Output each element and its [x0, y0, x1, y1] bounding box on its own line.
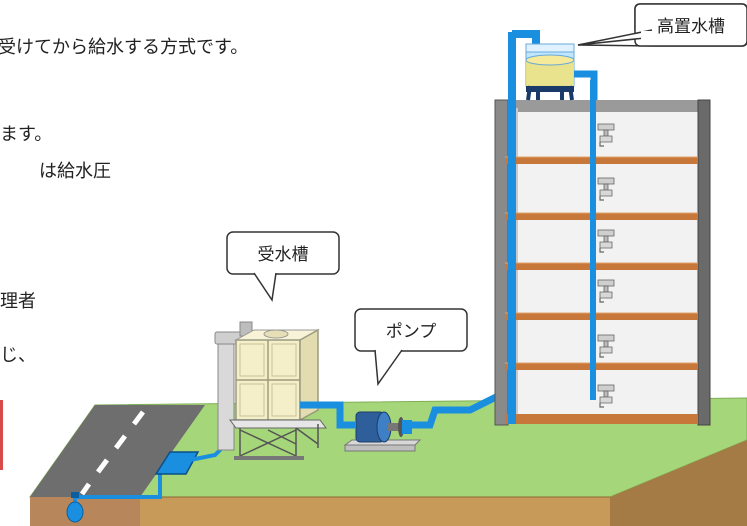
- faucet-icon: [597, 279, 615, 303]
- callout-receiving-tank: 受水槽: [226, 231, 340, 303]
- road: [30, 405, 205, 497]
- faucet-icon: [597, 123, 615, 147]
- faucet-icon: [597, 229, 615, 253]
- road-center-line: [79, 410, 145, 496]
- faucet-icon: [597, 334, 615, 358]
- callout-receiving-tank-label: 受水槽: [258, 245, 309, 265]
- faucets: [597, 123, 615, 408]
- ground-side-front: [30, 497, 610, 526]
- red-edge-mark: [0, 400, 3, 470]
- ground-side-right: [610, 440, 747, 526]
- callout-elevated-tank-label: 高置水槽: [657, 17, 725, 37]
- meter-icon: [154, 451, 200, 475]
- callout-pump: ポンプ: [354, 308, 468, 387]
- faucet-icon: [597, 177, 615, 201]
- rising-pipe: [508, 32, 516, 424]
- floor-slabs: [505, 156, 698, 424]
- body-text-line-3: は給水圧: [39, 161, 111, 182]
- building: [494, 32, 711, 426]
- faucet-icon: [597, 384, 615, 408]
- supply-pipe: [590, 80, 596, 400]
- body-text-line-2: ます。: [0, 124, 53, 145]
- body-text-line-5: じ、: [0, 345, 36, 366]
- road-shoulder: [30, 497, 140, 526]
- pump: [343, 411, 422, 452]
- callout-elevated-tank: 高置水槽: [577, 3, 747, 47]
- body-text-line-4: 理者: [0, 291, 36, 312]
- receiving-tank: [214, 321, 327, 460]
- elevated-tank: [512, 30, 598, 101]
- valve-icon: [66, 501, 84, 523]
- callout-pump-label: ポンプ: [386, 322, 437, 342]
- body-text-line-1: 受けてから給水する方式です。: [0, 37, 249, 58]
